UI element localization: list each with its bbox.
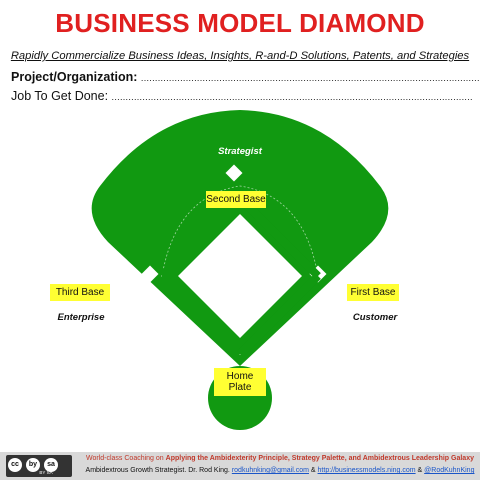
second-to-third-path (159, 195, 243, 279)
third-base-label: Third Base (50, 284, 110, 301)
first-base-path (237, 273, 321, 357)
by-icon: by (26, 458, 40, 472)
job-dotted-line: ........................................… (111, 92, 473, 102)
second-base-label: Second Base (206, 191, 266, 208)
infield-skin (178, 214, 302, 338)
home-plate-label: Home Plate (214, 368, 266, 396)
infield-arc (161, 185, 319, 277)
twitter-handle-link[interactable]: @RodKuhnKing (424, 467, 475, 474)
footer-coaching-text: World-class Coaching on Applying the Amb… (80, 455, 480, 462)
job-to-get-done-field[interactable]: Job To Get Done: .......................… (11, 89, 473, 103)
page-title: BUSINESS MODEL DIAMOND (55, 8, 425, 38)
strategist-label: Strategist (218, 146, 262, 157)
website-link[interactable]: http://businessmodels.ning.com (317, 467, 416, 474)
second-to-first-path (237, 195, 321, 279)
footer-author: Ambidextrous Growth Strategist. Dr. Rod … (85, 467, 232, 474)
cc-caption: BY SA (39, 470, 53, 475)
footer-bar (0, 452, 480, 480)
job-label: Job To Get Done: (11, 89, 109, 103)
share-alike-icon: sa (44, 458, 58, 472)
email-link[interactable]: rodkuhnking@gmail.com (231, 467, 309, 474)
project-label: Project/Organization: (11, 70, 138, 84)
third-base-path (159, 273, 243, 357)
footer-contact-text: Ambidextrous Growth Strategist. Dr. Rod … (80, 467, 480, 474)
page-subtitle: Rapidly Commercialize Business Ideas, In… (10, 50, 470, 62)
second-base-marker (225, 164, 243, 182)
project-organization-field[interactable]: Project/Organization: ..................… (11, 70, 480, 84)
footer-separator-2: & (415, 467, 425, 474)
footer-coaching-prefix: World-class Coaching on (86, 455, 166, 462)
creative-commons-badge[interactable]: cc by sa BY SA (6, 455, 72, 477)
customer-label: Customer (352, 312, 398, 323)
cc-icon: cc (8, 458, 22, 472)
footer-coaching-topics: Applying the Ambidexterity Principle, St… (165, 455, 474, 462)
third-base-marker (141, 265, 159, 283)
project-dotted-line: ........................................… (140, 73, 480, 83)
footer-separator-1: & (308, 467, 318, 474)
first-base-label: First Base (347, 284, 399, 301)
enterprise-label: Enterprise (57, 312, 105, 323)
